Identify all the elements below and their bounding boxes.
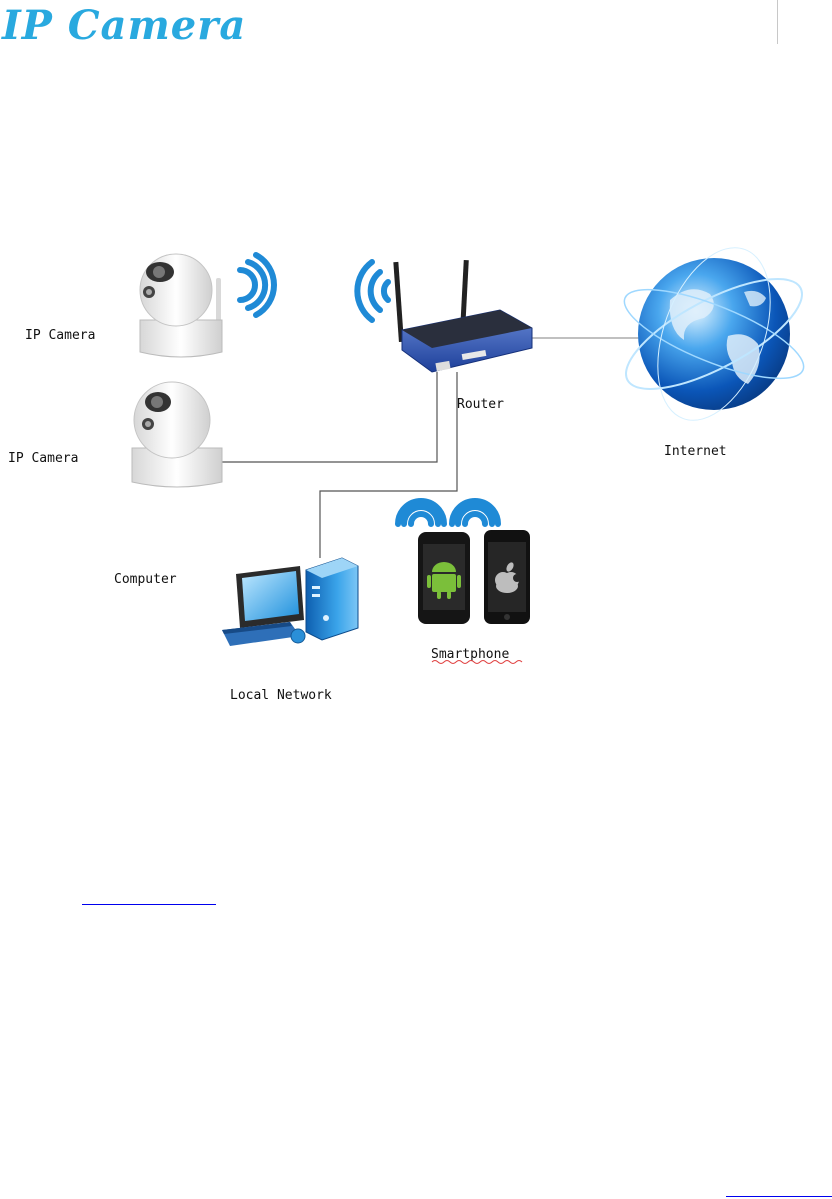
internet-globe — [612, 232, 817, 435]
computer — [222, 558, 358, 646]
smartphones — [398, 501, 530, 624]
iphone — [484, 530, 530, 624]
wifi-icon — [452, 501, 498, 524]
wifi-icon — [357, 262, 388, 320]
label-ip-camera-1: IP Camera — [25, 328, 95, 343]
router — [357, 260, 532, 372]
ip-camera-2 — [132, 382, 222, 487]
label-smartphone: Smartphone — [431, 647, 509, 662]
ip-camera-1 — [140, 254, 274, 357]
label-router: Router — [457, 397, 504, 412]
label-ip-camera-2: IP Camera — [8, 451, 78, 466]
label-internet: Internet — [664, 444, 727, 459]
wifi-icon — [398, 501, 444, 524]
header-rule — [777, 0, 778, 44]
label-computer: Computer — [114, 572, 177, 587]
network-diagram: IP Camera IP Camera Router Internet — [0, 200, 832, 720]
label-local-network: Local Network — [230, 688, 332, 703]
hyperlink-underline-2[interactable] — [726, 1196, 832, 1197]
wifi-icon — [240, 255, 274, 315]
brand-logo: IP Camera — [0, 0, 260, 52]
android-phone — [418, 532, 470, 624]
link-camera2-router — [222, 372, 437, 462]
brand-title: IP Camera — [2, 2, 246, 49]
hyperlink-underline-1[interactable] — [82, 904, 216, 905]
